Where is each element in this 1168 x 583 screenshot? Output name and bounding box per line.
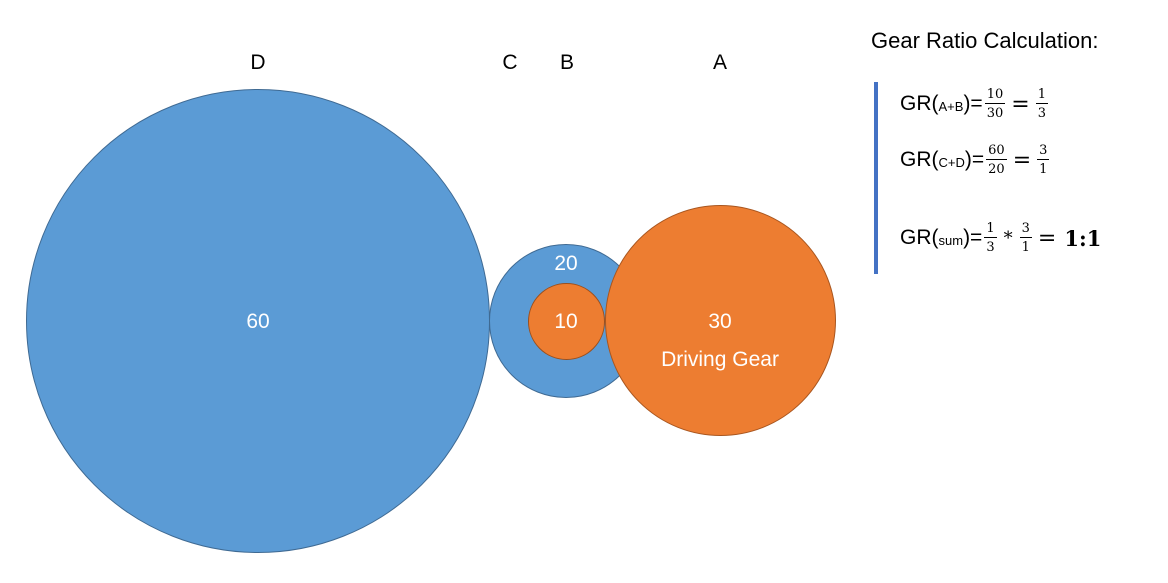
gear-b-teeth: 10 (554, 310, 578, 333)
equation-row-ab: GR(A+B)= 10 30 = 1 3 (900, 88, 1050, 120)
result-ratio: 1:1 (1064, 225, 1102, 251)
gr-suffix: )= (963, 92, 983, 115)
numerator: 60 (986, 143, 1007, 160)
driving-gear-caption: Driving Gear (661, 348, 779, 371)
gr-prefix: GR( (900, 226, 939, 249)
fraction: 3 1 (1019, 221, 1032, 255)
equals-sign: = (1012, 147, 1032, 173)
numerator: 1 (984, 221, 997, 238)
numerator: 3 (1037, 143, 1050, 160)
equation-row-sum: GR(sum)= 1 3 * 3 1 = 1:1 (900, 222, 1101, 254)
gr-suffix: )= (963, 226, 983, 249)
fraction: 3 1 (1037, 143, 1050, 177)
equals-sign: = (1011, 91, 1030, 117)
numerator: 1 (1035, 87, 1048, 104)
fraction: 10 30 (984, 87, 1006, 121)
gr-suffix: )= (964, 148, 985, 171)
denominator: 3 (1037, 106, 1046, 121)
gear-a-teeth: 30 (708, 310, 732, 333)
gear-b-letter: B (559, 51, 575, 74)
numerator: 10 (984, 87, 1006, 104)
fraction: 1 3 (1035, 87, 1048, 121)
denominator: 1 (1021, 240, 1030, 255)
gear-b (528, 283, 605, 360)
multiply-sign: * (1003, 227, 1013, 249)
denominator: 30 (986, 106, 1004, 121)
gr-prefix: GR( (900, 92, 939, 115)
denominator: 20 (988, 162, 1005, 177)
gear-d-letter: D (250, 51, 266, 74)
gear-c-letter: C (502, 51, 518, 74)
gear-d (26, 89, 490, 553)
gr-subscript: C+D (938, 154, 965, 170)
gr-subscript: A+B (938, 98, 964, 114)
numerator: 3 (1019, 221, 1032, 238)
gear-a (605, 205, 836, 436)
fraction: 60 20 (986, 144, 1007, 176)
gear-d-teeth: 60 (246, 310, 270, 333)
denominator: 1 (1039, 162, 1048, 177)
fraction: 1 3 (984, 221, 997, 255)
gear-a-letter: A (712, 51, 728, 74)
gr-prefix: GR( (900, 148, 939, 171)
calculation-title: Gear Ratio Calculation: (871, 28, 1099, 53)
gr-subscript: sum (938, 232, 964, 248)
equation-row-cd: GR(C+D)= 60 20 = 3 1 (900, 144, 1051, 176)
calculation-accent-bar (874, 82, 878, 274)
gear-c-teeth: 20 (554, 252, 578, 275)
equals-sign: = (1037, 225, 1057, 251)
denominator: 3 (986, 240, 995, 255)
